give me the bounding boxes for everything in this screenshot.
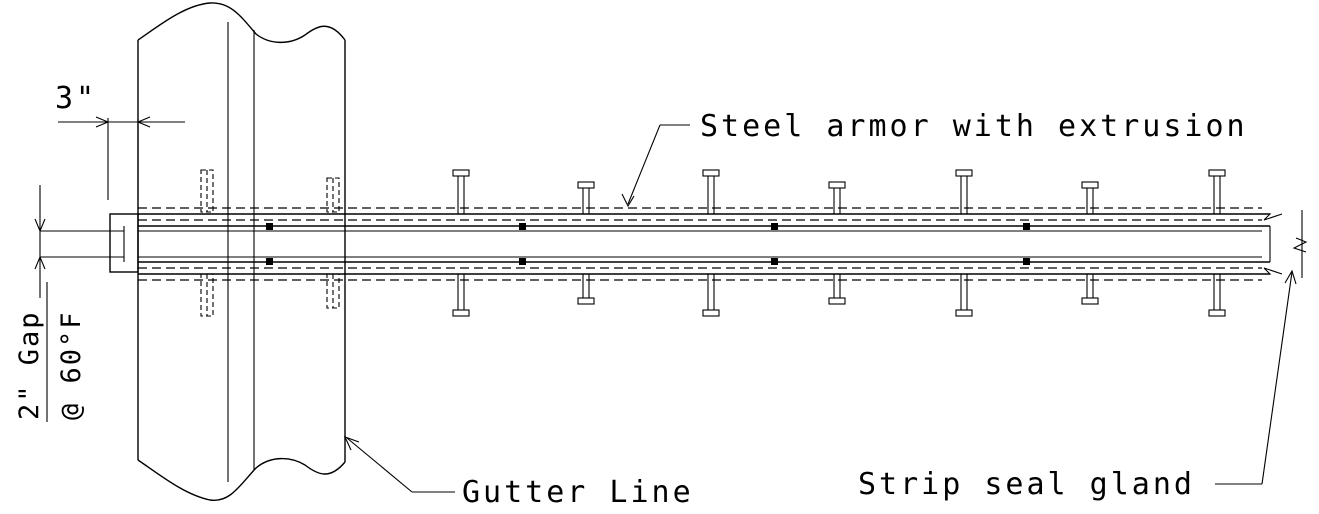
gap-label: 2" Gap: [14, 310, 45, 420]
strip-seal-label: Strip seal gland: [858, 467, 1195, 502]
stud-bottom: [702, 274, 720, 317]
stud-bottom: [577, 274, 595, 305]
stud-top: [1208, 169, 1226, 214]
splice-mark: [1023, 258, 1030, 265]
stud-top: [577, 181, 595, 214]
dimension-gap: 2" Gap @ 60°F: [14, 185, 87, 422]
joint-assembly: [40, 207, 1308, 281]
anchor-studs: [452, 169, 1226, 317]
leader-steel-armor: Steel armor with extrusion: [621, 109, 1248, 208]
splice-mark: [771, 223, 778, 230]
splice-mark: [1023, 223, 1030, 230]
splice-mark: [519, 223, 526, 230]
leader-gutter-line: Gutter Line: [343, 436, 694, 510]
stud-top: [955, 169, 973, 214]
stud-bottom: [452, 274, 470, 317]
splice-mark: [771, 258, 778, 265]
curb-section: [137, 2, 346, 501]
splice-mark: [266, 223, 273, 230]
gap-temp-label: @ 60°F: [56, 310, 87, 420]
stud-bottom: [1208, 274, 1226, 317]
stud-top: [1081, 181, 1099, 214]
splice-mark: [266, 258, 273, 265]
stud-bottom: [1081, 274, 1099, 305]
stud-top: [702, 169, 720, 214]
stud-top: [828, 181, 846, 214]
stud-top: [452, 169, 470, 214]
gutter-line-label: Gutter Line: [462, 475, 694, 510]
dimension-3in: 3": [55, 81, 185, 200]
dim-3in-label: 3": [55, 81, 97, 116]
leader-strip-seal: Strip seal gland: [858, 269, 1297, 502]
stud-bottom: [955, 274, 973, 317]
splice-mark: [519, 258, 526, 265]
stud-bottom: [828, 274, 846, 305]
steel-armor-label: Steel armor with extrusion: [700, 109, 1248, 144]
hidden-studs: [200, 169, 340, 317]
